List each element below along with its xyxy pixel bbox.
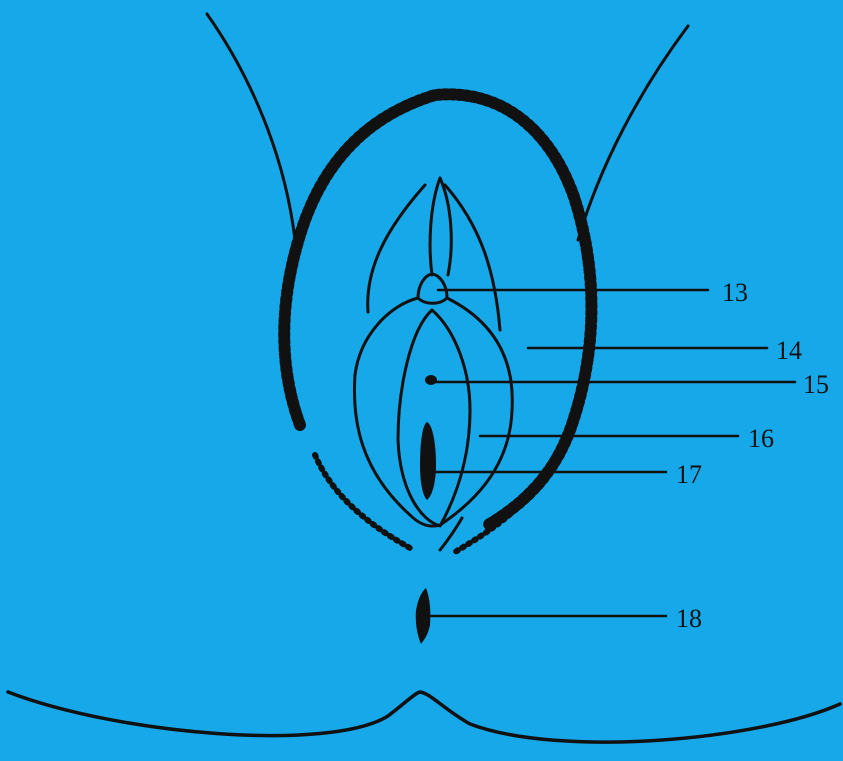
label-16: 16 (748, 426, 774, 452)
label-17: 17 (676, 462, 702, 488)
urethral-opening (425, 375, 437, 385)
label-13: 13 (722, 280, 748, 306)
label-14: 14 (776, 338, 802, 364)
label-15: 15 (803, 372, 829, 398)
label-18: 18 (676, 606, 702, 632)
